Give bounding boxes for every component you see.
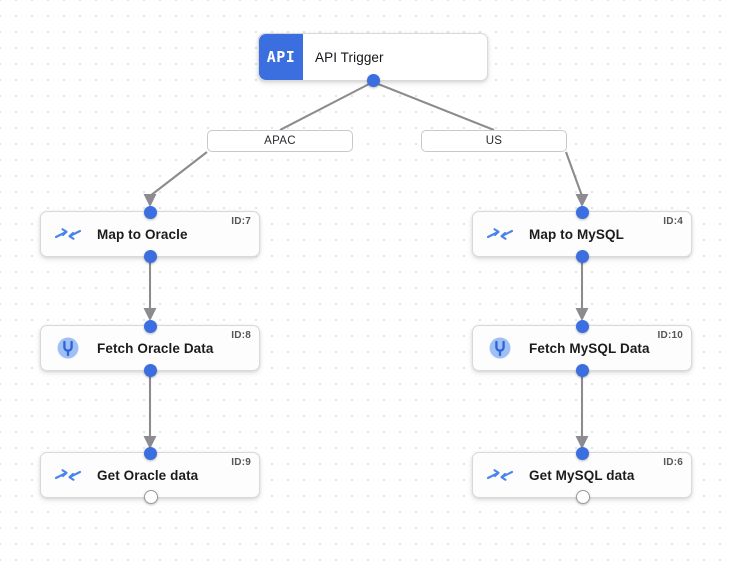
edge-us-to-map-mysql — [565, 151, 589, 207]
node-id-badge: ID:10 — [657, 330, 683, 341]
node-title: API Trigger — [315, 49, 384, 65]
edge-apac-to-map-oracle — [143, 151, 208, 207]
edge-trigger-to-apac — [279, 81, 374, 131]
output-port[interactable] — [143, 363, 157, 377]
branch-label-text: APAC — [264, 135, 296, 147]
node-id-badge: ID:6 — [663, 457, 683, 468]
api-badge-text: API — [266, 48, 296, 66]
output-port[interactable] — [575, 363, 589, 377]
node-id-badge: ID:7 — [231, 216, 251, 227]
node-title: Map to MySQL — [529, 226, 624, 242]
node-map-to-oracle[interactable]: Map to Oracle ID:7 — [40, 205, 260, 263]
node-title: Get Oracle data — [97, 467, 199, 483]
map-arrows-icon — [45, 467, 91, 483]
branch-label-text: US — [485, 135, 503, 147]
database-plug-icon — [477, 336, 523, 360]
map-arrows-icon — [477, 467, 523, 483]
map-arrows-icon — [45, 226, 91, 242]
node-get-oracle-data[interactable]: Get Oracle data ID:9 — [40, 446, 260, 504]
node-id-badge: ID:4 — [663, 216, 683, 227]
node-map-to-mysql[interactable]: Map to MySQL ID:4 — [472, 205, 692, 263]
node-id-badge: ID:8 — [231, 330, 251, 341]
map-arrows-icon — [477, 226, 523, 242]
node-get-mysql-data[interactable]: Get MySQL data ID:6 — [472, 446, 692, 504]
output-port[interactable] — [143, 249, 157, 263]
output-port[interactable] — [576, 489, 590, 504]
branch-label-apac[interactable]: APAC — [207, 130, 353, 152]
input-port[interactable] — [575, 319, 589, 333]
input-port[interactable] — [143, 205, 157, 219]
input-port[interactable] — [143, 446, 157, 460]
output-port[interactable] — [575, 249, 589, 263]
node-api-trigger[interactable]: API API Trigger — [258, 33, 488, 87]
database-plug-icon — [45, 336, 91, 360]
input-port[interactable] — [575, 205, 589, 219]
input-port[interactable] — [143, 319, 157, 333]
node-title: Map to Oracle — [97, 226, 188, 242]
input-port[interactable] — [575, 446, 589, 460]
branch-label-us[interactable]: US — [421, 130, 567, 152]
output-port[interactable] — [366, 73, 380, 87]
output-port[interactable] — [144, 489, 158, 504]
node-fetch-mysql-data[interactable]: Fetch MySQL Data ID:10 — [472, 319, 692, 377]
node-fetch-oracle-data[interactable]: Fetch Oracle Data ID:8 — [40, 319, 260, 377]
node-title: Get MySQL data — [529, 467, 635, 483]
edge-trigger-to-us — [372, 81, 495, 131]
node-title: Fetch MySQL Data — [529, 340, 650, 356]
api-icon: API — [259, 34, 303, 80]
node-id-badge: ID:9 — [231, 457, 251, 468]
node-title: Fetch Oracle Data — [97, 340, 214, 356]
